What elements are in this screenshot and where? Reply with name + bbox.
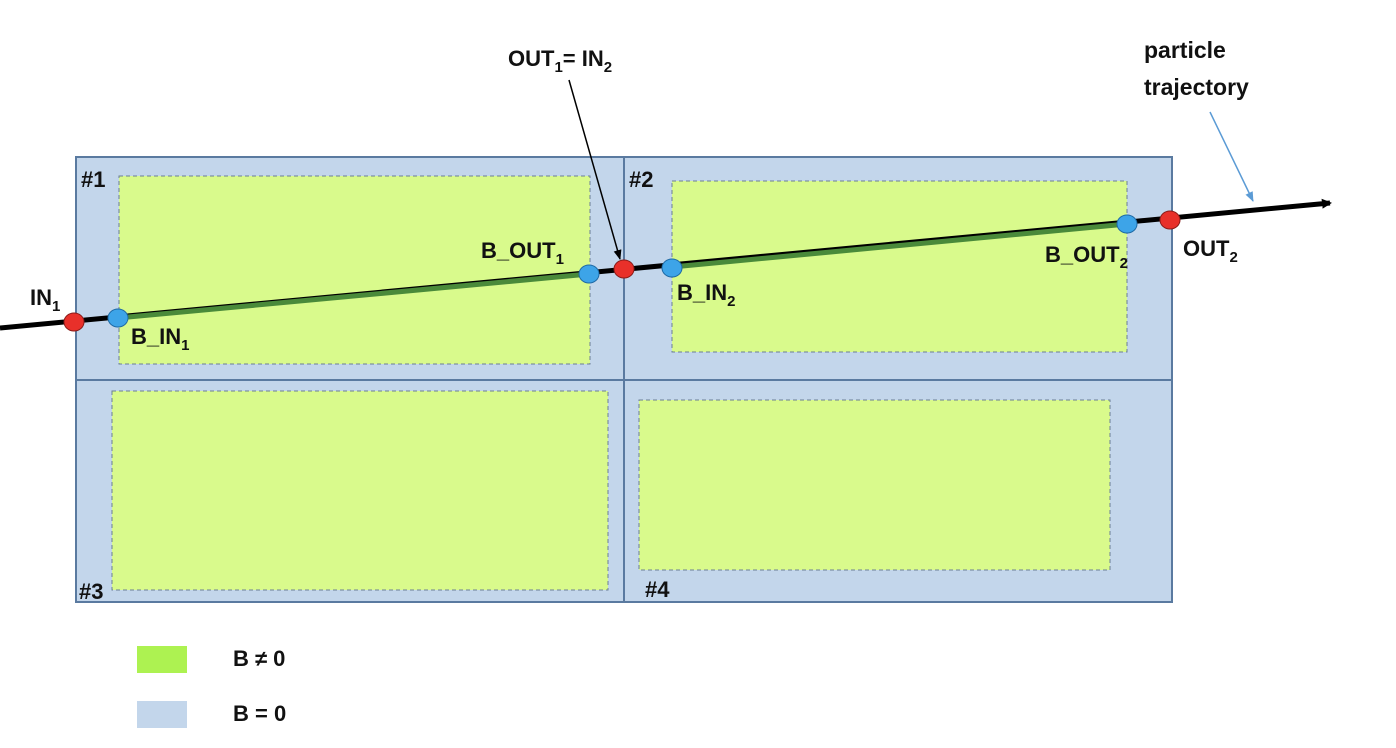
b-out2-point — [1116, 214, 1138, 234]
trajectory-label-line2: trajectory — [1144, 74, 1249, 100]
out2-point — [1159, 210, 1181, 230]
cell-1-label: #1 — [81, 167, 105, 192]
b-out1-label: B_OUT1 — [481, 238, 564, 268]
field-region-1 — [118, 175, 591, 365]
b-in1-label: B_IN1 — [131, 324, 189, 354]
b-out2-label: B_OUT2 — [1045, 242, 1128, 272]
cell-3-label: #3 — [79, 579, 103, 604]
out1-in2-label: OUT1= IN2 — [508, 46, 612, 76]
trajectory-label-line1: particle — [1144, 37, 1226, 63]
trajectory-callout-arrow — [1209, 111, 1254, 202]
cell-2-label: #2 — [629, 167, 653, 192]
trajectory-field-segment-2 — [671, 221, 1128, 270]
trajectory-field-segment-1 — [117, 271, 590, 321]
legend-item-field: B ≠ 0 — [137, 645, 437, 673]
b-in2-label: B_IN2 — [677, 280, 735, 310]
out1-in2-callout-arrow — [568, 79, 622, 260]
out2-label: OUT2 — [1183, 236, 1238, 266]
field-region-3 — [111, 390, 609, 591]
legend-item-no-field: B = 0 — [137, 700, 437, 728]
b-out1-point — [578, 264, 600, 284]
legend-swatch-no-field — [137, 700, 187, 728]
in1-label: IN1 — [30, 285, 60, 315]
in1-point — [63, 312, 85, 332]
field-region-2 — [671, 180, 1128, 353]
legend-label-no-field: B = 0 — [233, 701, 287, 726]
legend-swatch-field — [137, 645, 187, 673]
out1-in2-point — [613, 259, 635, 279]
cell-4-label: #4 — [645, 577, 670, 602]
b-in2-point — [661, 258, 683, 278]
field-region-4 — [638, 399, 1111, 571]
legend-label-field: B ≠ 0 — [233, 646, 286, 671]
b-in1-point — [107, 308, 129, 328]
